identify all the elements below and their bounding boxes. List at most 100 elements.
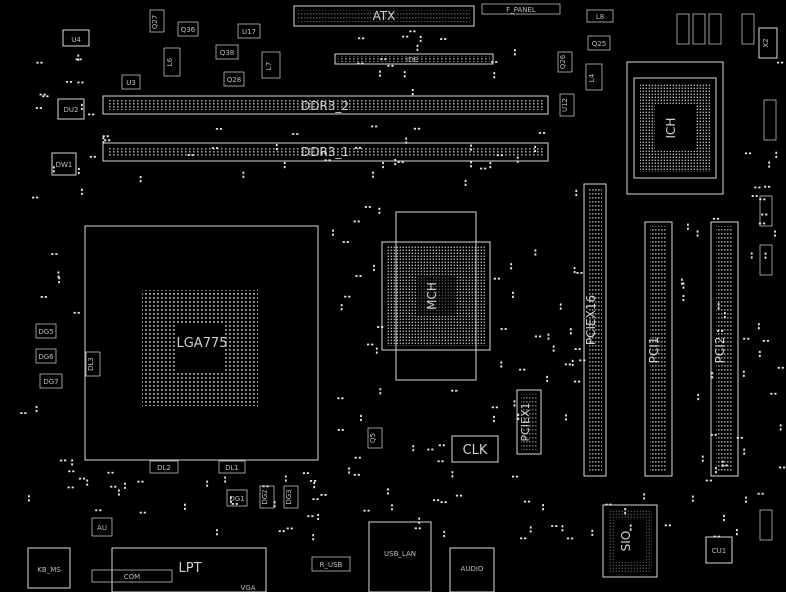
smd-pad bbox=[534, 335, 538, 338]
svg-text:DL2: DL2 bbox=[157, 464, 171, 472]
smd-pad bbox=[102, 141, 105, 144]
smd-pad bbox=[312, 538, 315, 541]
smd-pad bbox=[348, 295, 351, 298]
smd-pad bbox=[433, 499, 436, 502]
smd-pad bbox=[229, 496, 232, 499]
smd-pad bbox=[313, 485, 316, 489]
com-label: COM bbox=[124, 573, 140, 581]
smd-pad bbox=[735, 533, 738, 536]
smd-pad bbox=[489, 166, 492, 169]
l7-inductor: L7 bbox=[261, 51, 281, 79]
smd-pad bbox=[565, 418, 567, 421]
dl2-part: DL2 bbox=[149, 460, 179, 474]
smd-pad bbox=[573, 266, 576, 270]
smd-pad bbox=[575, 189, 578, 192]
smd-pad bbox=[441, 460, 444, 463]
smd-pad bbox=[69, 80, 73, 83]
smd-pad bbox=[77, 54, 80, 57]
smd-pad bbox=[547, 337, 550, 340]
smd-pad bbox=[93, 155, 96, 158]
smd-pad bbox=[740, 436, 743, 439]
smd-pad bbox=[80, 103, 83, 107]
smd-pad bbox=[418, 521, 421, 524]
smd-pad bbox=[664, 524, 667, 527]
smd-pad bbox=[440, 38, 443, 40]
smd-pad bbox=[373, 268, 375, 272]
smd-pad bbox=[529, 526, 532, 529]
smd-pad bbox=[43, 93, 46, 96]
smd-pad bbox=[361, 37, 365, 40]
smd-pad bbox=[77, 311, 80, 314]
smd-pad bbox=[629, 528, 632, 531]
smd-pad bbox=[768, 161, 771, 164]
smd-pad bbox=[57, 271, 60, 274]
smd-pad bbox=[455, 389, 458, 392]
smd-pad bbox=[382, 161, 384, 165]
svg-text:Q25: Q25 bbox=[592, 40, 606, 48]
smd-pad bbox=[470, 165, 472, 168]
smd-pad bbox=[340, 308, 343, 311]
smd-pad bbox=[748, 152, 752, 155]
smd-pad bbox=[28, 499, 30, 502]
smd-pad bbox=[552, 349, 555, 352]
smd-pad bbox=[697, 397, 700, 401]
smd-pad bbox=[358, 456, 361, 459]
smd-pad bbox=[262, 485, 265, 488]
smd-pad bbox=[579, 359, 582, 362]
du2-chip: DU2 bbox=[57, 98, 85, 120]
q27-part: Q27 bbox=[149, 9, 165, 33]
smd-pad bbox=[687, 223, 689, 226]
smd-pad bbox=[780, 61, 784, 64]
smd-pad bbox=[510, 267, 513, 270]
smd-pad bbox=[696, 234, 699, 237]
smd-pad bbox=[320, 493, 323, 496]
dl3-part: DL3 bbox=[85, 351, 101, 377]
smd-pad bbox=[328, 159, 331, 162]
smd-pads bbox=[20, 30, 786, 541]
smd-pad bbox=[418, 527, 421, 530]
smd-pad bbox=[529, 530, 532, 533]
smd-pad bbox=[493, 76, 496, 79]
smd-pad bbox=[32, 196, 35, 199]
smd-pad bbox=[757, 323, 760, 326]
smd-pad bbox=[758, 222, 762, 225]
smd-pad bbox=[571, 359, 574, 363]
smd-pad bbox=[755, 195, 758, 197]
smd-pad bbox=[64, 459, 67, 462]
smd-pad bbox=[324, 159, 327, 162]
smd-pad bbox=[496, 154, 499, 157]
smd-pad bbox=[372, 175, 374, 178]
smd-pad bbox=[216, 529, 218, 532]
clk-chip: CLK bbox=[451, 435, 499, 463]
ich-chip: ICH bbox=[626, 61, 724, 195]
au-part: AU bbox=[91, 517, 113, 537]
r-usb-label: R_USB bbox=[320, 561, 343, 569]
ide-label: IDE bbox=[406, 56, 418, 64]
smd-pad bbox=[143, 511, 146, 514]
smd-pad bbox=[723, 518, 725, 522]
pciex1-label: PCIEX1 bbox=[519, 402, 532, 441]
svg-text:DG6: DG6 bbox=[38, 353, 54, 361]
smd-pad bbox=[52, 166, 55, 169]
smd-pad bbox=[517, 417, 520, 420]
sa-resistor-array bbox=[676, 13, 777, 541]
smd-pad bbox=[571, 363, 574, 367]
smd-pad bbox=[413, 127, 417, 130]
smd-pad bbox=[779, 466, 782, 469]
smd-pad bbox=[324, 493, 327, 496]
smd-pad bbox=[35, 107, 38, 110]
smd-pad bbox=[302, 472, 306, 475]
smd-pad bbox=[124, 486, 126, 489]
smd-pad bbox=[414, 527, 417, 530]
smd-pad bbox=[24, 412, 27, 415]
smd-pad bbox=[713, 535, 716, 538]
ddr3-1-slot: DDR3_1 bbox=[102, 142, 549, 162]
smd-pad bbox=[86, 479, 89, 482]
smd-pad bbox=[312, 498, 315, 501]
smd-pad bbox=[357, 473, 360, 476]
smd-pad bbox=[491, 61, 494, 63]
smd-pad bbox=[762, 222, 766, 225]
smd-pad bbox=[206, 480, 209, 483]
smd-pad bbox=[306, 472, 310, 475]
smd-pad bbox=[219, 127, 223, 130]
